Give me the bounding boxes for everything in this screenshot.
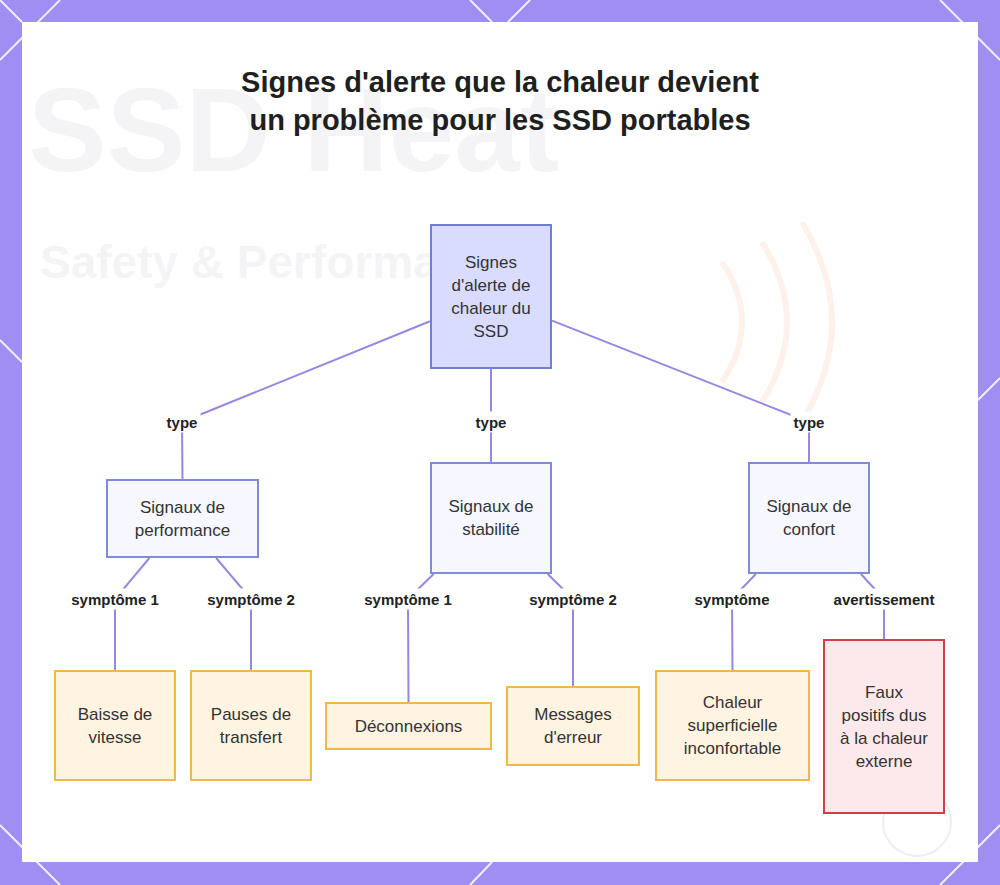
- node-text: Signaux de confort: [764, 495, 854, 541]
- node-text: Déconnexions: [355, 715, 463, 738]
- node-text: Faux positifs dus à la chaleur externe: [839, 681, 929, 773]
- node-text: Signaux de performance: [122, 496, 243, 542]
- connector-line: [216, 558, 251, 670]
- connector-line: [115, 558, 149, 670]
- node-text-group: Messages d'erreur: [522, 703, 624, 749]
- diagram-title: Signes d'alerte que la chaleur devient u…: [230, 63, 770, 139]
- node-text-group: Signaux de stabilité: [446, 495, 536, 541]
- node-text: Chaleur superficielle inconfortable: [671, 691, 794, 760]
- warning-box: Faux positifs dus à la chaleur externe: [823, 639, 945, 814]
- node-text-group: Chaleur superficielle inconfortable: [671, 691, 794, 760]
- category-box: Signaux de confort: [748, 462, 870, 574]
- node-text-group: Signes d'alerte de chaleur du SSD: [446, 251, 536, 343]
- edge-label: avertissement: [831, 589, 938, 610]
- edge-label: symptôme 1: [361, 589, 455, 610]
- node-text-group: Signaux de performance: [122, 496, 243, 542]
- category-box: Signaux de performance: [106, 479, 259, 558]
- node-text: Pauses de transfert: [206, 703, 296, 749]
- node-text-group: Signaux de confort: [764, 495, 854, 541]
- node-text-group: Pauses de transfert: [206, 703, 296, 749]
- node-text-group: Faux positifs dus à la chaleur externe: [839, 681, 929, 773]
- node-text: Baisse de vitesse: [70, 703, 160, 749]
- node-text: Signes d'alerte de chaleur du SSD: [446, 251, 536, 343]
- connector-line: [182, 321, 430, 479]
- connector-line: [552, 321, 809, 462]
- edge-label: symptôme 2: [204, 589, 298, 610]
- symptom-box: Messages d'erreur: [506, 686, 640, 766]
- symptom-box: Baisse de vitesse: [54, 670, 176, 781]
- root-box: Signes d'alerte de chaleur du SSD: [430, 224, 552, 369]
- symptom-box: Chaleur superficielle inconfortable: [655, 670, 810, 781]
- node-text: Messages d'erreur: [522, 703, 624, 749]
- edge-label: type: [164, 412, 201, 433]
- node-text-group: Déconnexions: [355, 715, 463, 738]
- symptom-box: Déconnexions: [325, 702, 492, 750]
- node-text-group: Baisse de vitesse: [70, 703, 160, 749]
- category-box: Signaux de stabilité: [430, 462, 552, 574]
- edge-label: symptôme 2: [526, 589, 620, 610]
- node-text: Signaux de stabilité: [446, 495, 536, 541]
- edge-label: symptôme: [691, 589, 772, 610]
- edge-label: symptôme 1: [68, 589, 162, 610]
- edge-label: type: [791, 412, 828, 433]
- edge-label: type: [473, 412, 510, 433]
- symptom-box: Pauses de transfert: [190, 670, 312, 781]
